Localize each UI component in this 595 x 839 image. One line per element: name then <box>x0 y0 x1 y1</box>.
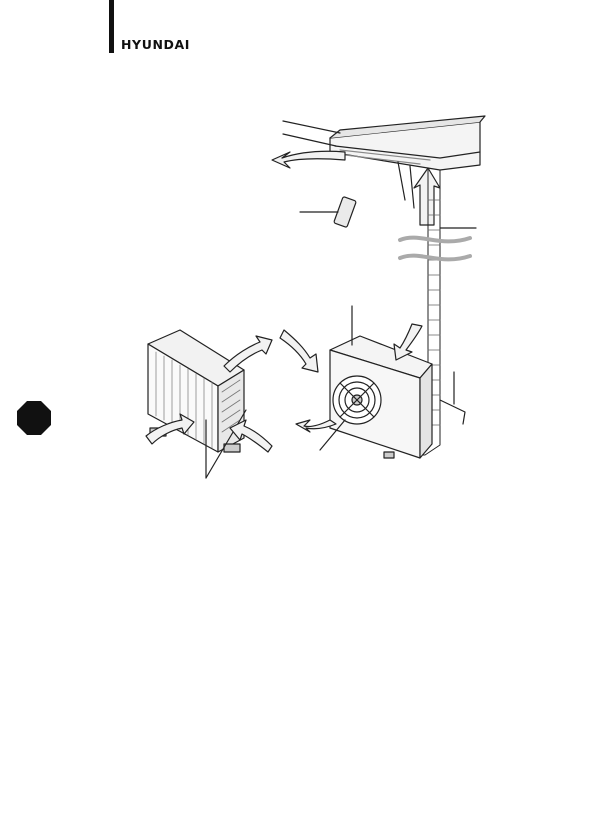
remote-control <box>300 196 356 227</box>
airflow-arrow-up <box>414 168 440 225</box>
drain-pipe <box>440 400 465 424</box>
brand-bar <box>109 0 114 53</box>
section-marker-octagon <box>17 401 51 435</box>
airflow-arrow-left-2 <box>280 330 318 372</box>
outdoor-unit-rear <box>148 330 246 478</box>
indoor-unit <box>330 116 485 170</box>
airflow-arrow-indoor <box>272 151 345 168</box>
airflow-arrow-left-1 <box>224 336 272 372</box>
airflow-arrow-right <box>394 324 422 360</box>
brand-logo: HYUNDAI <box>121 37 190 52</box>
air-conditioner-illustration <box>120 110 500 490</box>
airflow-arrow-fan <box>296 420 336 432</box>
